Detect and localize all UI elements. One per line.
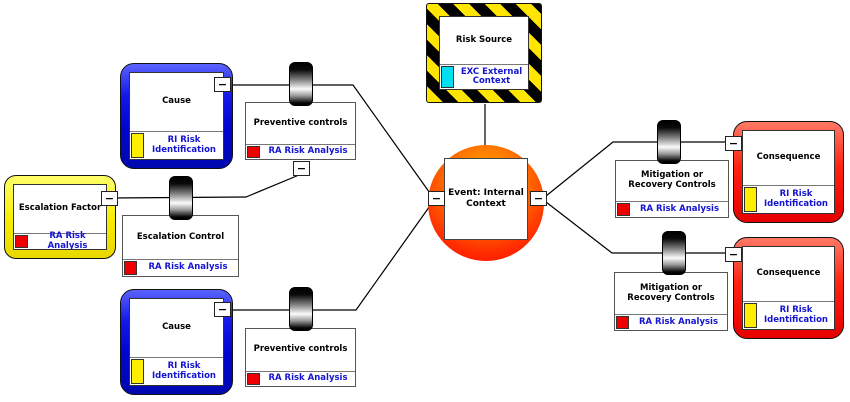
- node-title: Risk Source: [455, 34, 513, 45]
- collapse-minus-icon[interactable]: −: [725, 247, 742, 262]
- node-body: Consequence RI Risk Identification: [742, 246, 835, 330]
- node-preventive-controls-bottom[interactable]: Preventive controls RA Risk Analysis: [245, 328, 356, 387]
- node-title: Escalation Control: [136, 231, 225, 242]
- tag-label: RA Risk Analysis: [639, 203, 720, 214]
- node-escalation-factor[interactable]: Escalation Factor RA Risk Analysis: [4, 175, 116, 259]
- node-title: Escalation Factor: [18, 203, 102, 214]
- collapse-minus-icon[interactable]: −: [725, 136, 742, 151]
- barrier-cylinder-icon[interactable]: [289, 62, 313, 106]
- risk-identification-chip: [744, 303, 757, 328]
- node-escalation-control[interactable]: Escalation Control RA Risk Analysis: [122, 215, 239, 277]
- node-cause-top[interactable]: Cause RI Risk Identification: [120, 63, 233, 169]
- node-body: Cause RI Risk Identification: [129, 298, 224, 386]
- tag-label: RI Risk Identification: [152, 361, 216, 381]
- tag-label: RA Risk Analysis: [268, 146, 348, 157]
- node-title: Cause: [162, 96, 191, 107]
- barrier-cylinder-icon[interactable]: [662, 231, 686, 275]
- tag-label: RA Risk Analysis: [268, 373, 348, 384]
- node-title: Mitigation or Recovery Controls: [628, 170, 716, 190]
- risk-identification-chip: [744, 187, 757, 212]
- node-title: Event: Internal Context: [444, 158, 528, 240]
- node-title: Mitigation or Recovery Controls: [627, 282, 715, 303]
- tag-label: RA Risk Analysis: [148, 262, 228, 273]
- collapse-minus-icon[interactable]: −: [530, 191, 547, 206]
- tag-label: RI Risk Identification: [152, 135, 216, 155]
- node-preventive-controls-top[interactable]: Preventive controls RA Risk Analysis: [245, 102, 356, 160]
- collapse-minus-icon[interactable]: −: [101, 191, 118, 206]
- risk-analysis-chip: [247, 146, 260, 158]
- tag-bar: RI Risk Identification: [743, 301, 834, 329]
- risk-analysis-chip: [124, 261, 137, 275]
- tag-bar: RI Risk Identification: [130, 357, 223, 385]
- node-risk-source[interactable]: Risk Source EXC External Context: [426, 3, 542, 103]
- collapse-minus-icon[interactable]: −: [214, 77, 231, 92]
- tag-label: RA Risk Analysis: [47, 231, 88, 251]
- node-event[interactable]: Event: Internal Context: [428, 145, 544, 261]
- node-title: Preventive controls: [253, 117, 348, 128]
- tag-bar: RI Risk Identification: [130, 131, 223, 159]
- barrier-cylinder-icon[interactable]: [289, 287, 313, 331]
- node-title: Preventive controls: [253, 344, 348, 355]
- node-body: Cause RI Risk Identification: [129, 72, 224, 160]
- node-consequence-top[interactable]: Consequence RI Risk Identification: [733, 121, 844, 223]
- tag-bar: RI Risk Identification: [743, 185, 834, 213]
- node-body: Escalation Factor RA Risk Analysis: [13, 184, 107, 250]
- tag-bar: RA Risk Analysis: [246, 144, 355, 159]
- node-body: Consequence RI Risk Identification: [742, 130, 835, 214]
- risk-analysis-chip: [616, 316, 629, 329]
- tag-bar: RA Risk Analysis: [615, 314, 727, 330]
- risk-analysis-chip: [247, 373, 260, 385]
- tag-bar: EXC External Context: [440, 64, 528, 89]
- external-context-chip: [441, 66, 454, 88]
- risk-analysis-chip: [15, 235, 28, 248]
- risk-identification-chip: [131, 133, 144, 158]
- node-consequence-bottom[interactable]: Consequence RI Risk Identification: [733, 237, 844, 339]
- risk-analysis-chip: [617, 203, 630, 216]
- node-mitigation-controls-bottom[interactable]: Mitigation or Recovery Controls RA Risk …: [614, 272, 728, 331]
- node-title: Cause: [162, 322, 191, 333]
- risk-identification-chip: [131, 359, 144, 384]
- collapse-minus-icon[interactable]: −: [428, 191, 445, 206]
- node-mitigation-controls-top[interactable]: Mitigation or Recovery Controls RA Risk …: [615, 160, 729, 218]
- tag-bar: RA Risk Analysis: [616, 201, 728, 217]
- node-body: Risk Source EXC External Context: [439, 16, 529, 90]
- barrier-cylinder-icon[interactable]: [657, 120, 681, 164]
- tag-label: EXC External Context: [460, 66, 523, 86]
- barrier-cylinder-icon[interactable]: [169, 176, 193, 220]
- tag-bar: RA Risk Analysis: [246, 371, 355, 386]
- tag-bar: RA Risk Analysis: [123, 259, 238, 276]
- node-title: Consequence: [756, 152, 821, 163]
- tag-label: RI Risk Identification: [764, 305, 828, 325]
- tag-label: RI Risk Identification: [764, 189, 828, 209]
- tag-bar: RA Risk Analysis: [14, 231, 106, 251]
- collapse-minus-icon[interactable]: −: [214, 302, 231, 317]
- collapse-minus-icon[interactable]: −: [293, 161, 310, 176]
- node-title: Consequence: [756, 268, 821, 279]
- tag-label: RA Risk Analysis: [638, 316, 719, 327]
